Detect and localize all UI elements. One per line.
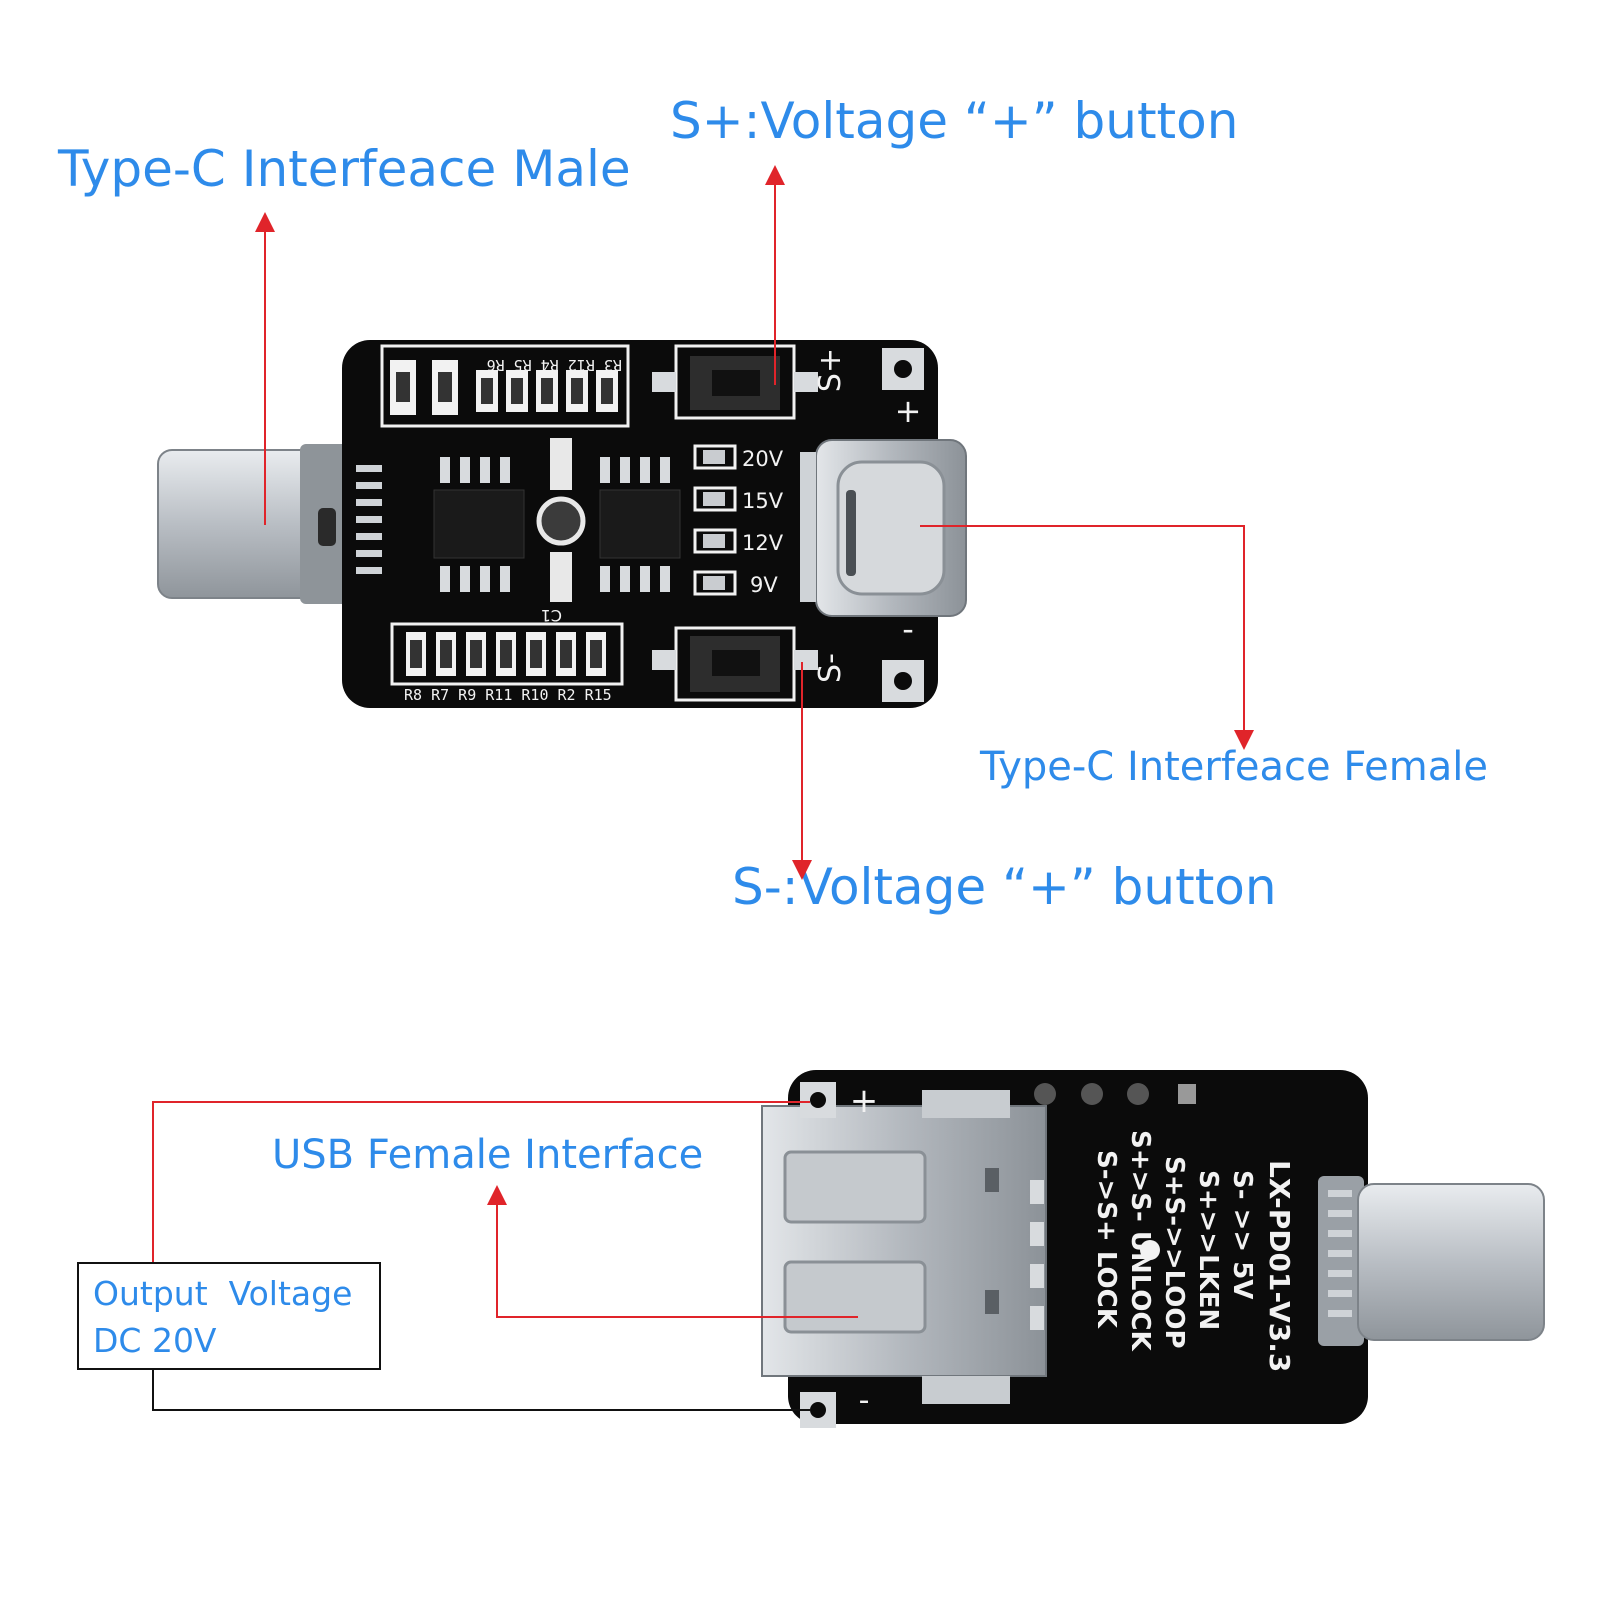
bottom-resistor-frame [390,622,624,686]
mode-line-5: S->S+ LOCK [1091,1150,1121,1329]
top-resistor-labels: R3 R12 R4 R5 R6 [487,356,622,374]
top-arrows [255,165,1254,880]
wire-positive [152,1101,810,1262]
pins-left [356,465,382,574]
bottom-board: + - LX-PD01-V3.3 S- >> 5V S+>>LKEN S+S->… [761,1070,1545,1428]
chip-right [599,489,681,559]
output-voltage-box: Output Voltage DC 20V [77,1262,381,1370]
label-type-c-male: Type-C Interfeace Male [58,140,631,198]
label-s-plus-button: S+:Voltage “+” button [670,92,1239,150]
output-voltage-line1: Output Voltage [93,1274,353,1313]
arrow-female [920,525,1254,750]
silk-s-plus: S+ [813,348,848,392]
silk-plus: + [895,392,922,430]
output-voltage-line2: DC 20V [93,1321,217,1360]
label-usb-female: USB Female Interface [272,1132,704,1178]
arrow-usb [487,1185,858,1318]
chip-pads [440,457,670,592]
model-label: LX-PD01-V3.3 [1263,1160,1296,1372]
label-type-c-female: Type-C Interfeace Female [980,744,1488,790]
voltage-15v: 15V [742,489,784,513]
top-resistor-frame [380,344,630,428]
silk-minus: - [902,610,914,648]
type-c-male-plug-bottom [1318,1176,1545,1346]
s-minus-button[interactable] [652,626,818,702]
silk-plus-bottom: + [850,1081,879,1121]
mode-line-3: S+S->>LOOP [1159,1156,1189,1349]
type-c-male-plug [157,444,350,604]
top-board: R3 R12 R4 R5 R6 C1 [157,340,967,708]
wire-negative [152,1370,810,1411]
bottom-silk-text: LX-PD01-V3.3 S- >> 5V S+>>LKEN S+S->>LOO… [1091,1130,1296,1372]
voltage-20v: 20V [742,447,784,471]
chip-left [433,489,525,559]
voltage-leds [693,444,737,596]
bottom-resistor-labels: R8 R7 R9 R11 R10 R2 R15 [404,686,612,704]
mode-line-1: S- >> 5V [1227,1170,1257,1299]
silk-s-minus: S- [813,653,848,683]
center-mount-hole [536,496,586,546]
label-s-minus-button: S-:Voltage “+” button [732,858,1277,916]
voltage-9v: 9V [750,573,778,597]
s-plus-button[interactable] [652,344,818,420]
cap-label: C1 [541,606,562,625]
silk-minus-bottom: - [859,1383,870,1418]
mode-line-4: S+>S- UNLOCK [1125,1130,1155,1352]
voltage-12v: 12V [742,531,784,555]
type-c-female-port [800,439,967,617]
mode-line-2: S+>>LKEN [1193,1170,1223,1330]
usb-female-port [761,1090,1047,1404]
